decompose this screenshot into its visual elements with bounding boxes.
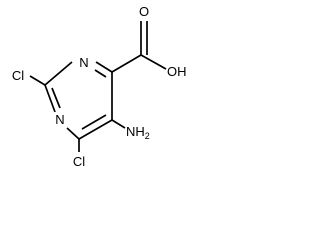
bond-c-oh — [140, 54, 167, 70]
atom-amino-text: NH — [126, 124, 145, 139]
ring-bonds — [44, 61, 113, 140]
atom-n-top: N — [79, 55, 88, 70]
atom-hydroxyl: OH — [167, 64, 187, 79]
bond-c5-nh2 — [111, 119, 126, 129]
atom-labels: N N Cl Cl O OH NH2 — [12, 4, 187, 169]
molecule-structure: N N Cl Cl O OH NH2 — [12, 4, 187, 169]
atom-carbonyl-o: O — [139, 4, 149, 19]
bond-n3-c2 — [44, 84, 56, 113]
substituent-bonds — [29, 21, 167, 152]
bond-n1-c6 — [95, 61, 113, 73]
bond-c5-c4 — [78, 119, 113, 140]
atom-amino: NH2 — [126, 124, 150, 141]
bond-c2-cl — [29, 75, 46, 86]
bond-c2-n1 — [44, 61, 73, 86]
bond-c5-c4-inner — [81, 114, 107, 130]
atom-cl-2: Cl — [12, 68, 24, 83]
atom-cl-6: Cl — [73, 154, 85, 169]
bond-c4-n3 — [66, 127, 80, 140]
atom-n-left: N — [55, 112, 64, 127]
bond-n3-c2-inner — [51, 87, 61, 109]
bond-c6-carboxyl — [111, 54, 142, 73]
bond-n1-c6-inner — [94, 69, 107, 78]
atom-amino-subscript: 2 — [145, 131, 150, 141]
